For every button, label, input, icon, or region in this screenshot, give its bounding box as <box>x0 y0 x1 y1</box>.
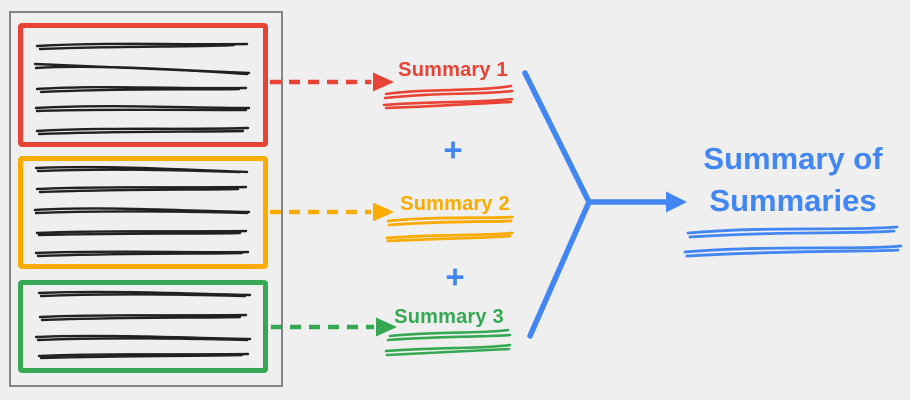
map-arrow-1 <box>270 72 394 92</box>
plus-operator-2: + <box>445 258 465 295</box>
document-box-2 <box>18 156 268 269</box>
summary-3-scribbles <box>384 328 512 357</box>
summary-2-scribbles <box>385 215 514 243</box>
document-3-text-scribbles <box>34 290 252 360</box>
summary-2-label: Summary 2 <box>400 193 510 215</box>
document-box-3 <box>18 280 268 373</box>
summary-3-label: Summary 3 <box>394 306 504 328</box>
reduce-connector <box>522 70 687 339</box>
summary-1-scribbles <box>382 84 514 110</box>
plus-operator-1: + <box>443 131 463 168</box>
document-box-1 <box>18 23 268 147</box>
map-arrow-2 <box>270 202 394 222</box>
summary-of-summaries-label: Summary of Summaries <box>703 141 883 218</box>
map-arrow-3 <box>271 317 397 337</box>
result-scribbles <box>683 225 903 258</box>
document-1-text-scribbles <box>33 42 251 136</box>
reduce-arrowhead <box>666 191 687 213</box>
summary-1-label: Summary 1 <box>398 59 508 81</box>
document-2-text-scribbles <box>33 165 251 258</box>
documents-container <box>9 11 283 387</box>
